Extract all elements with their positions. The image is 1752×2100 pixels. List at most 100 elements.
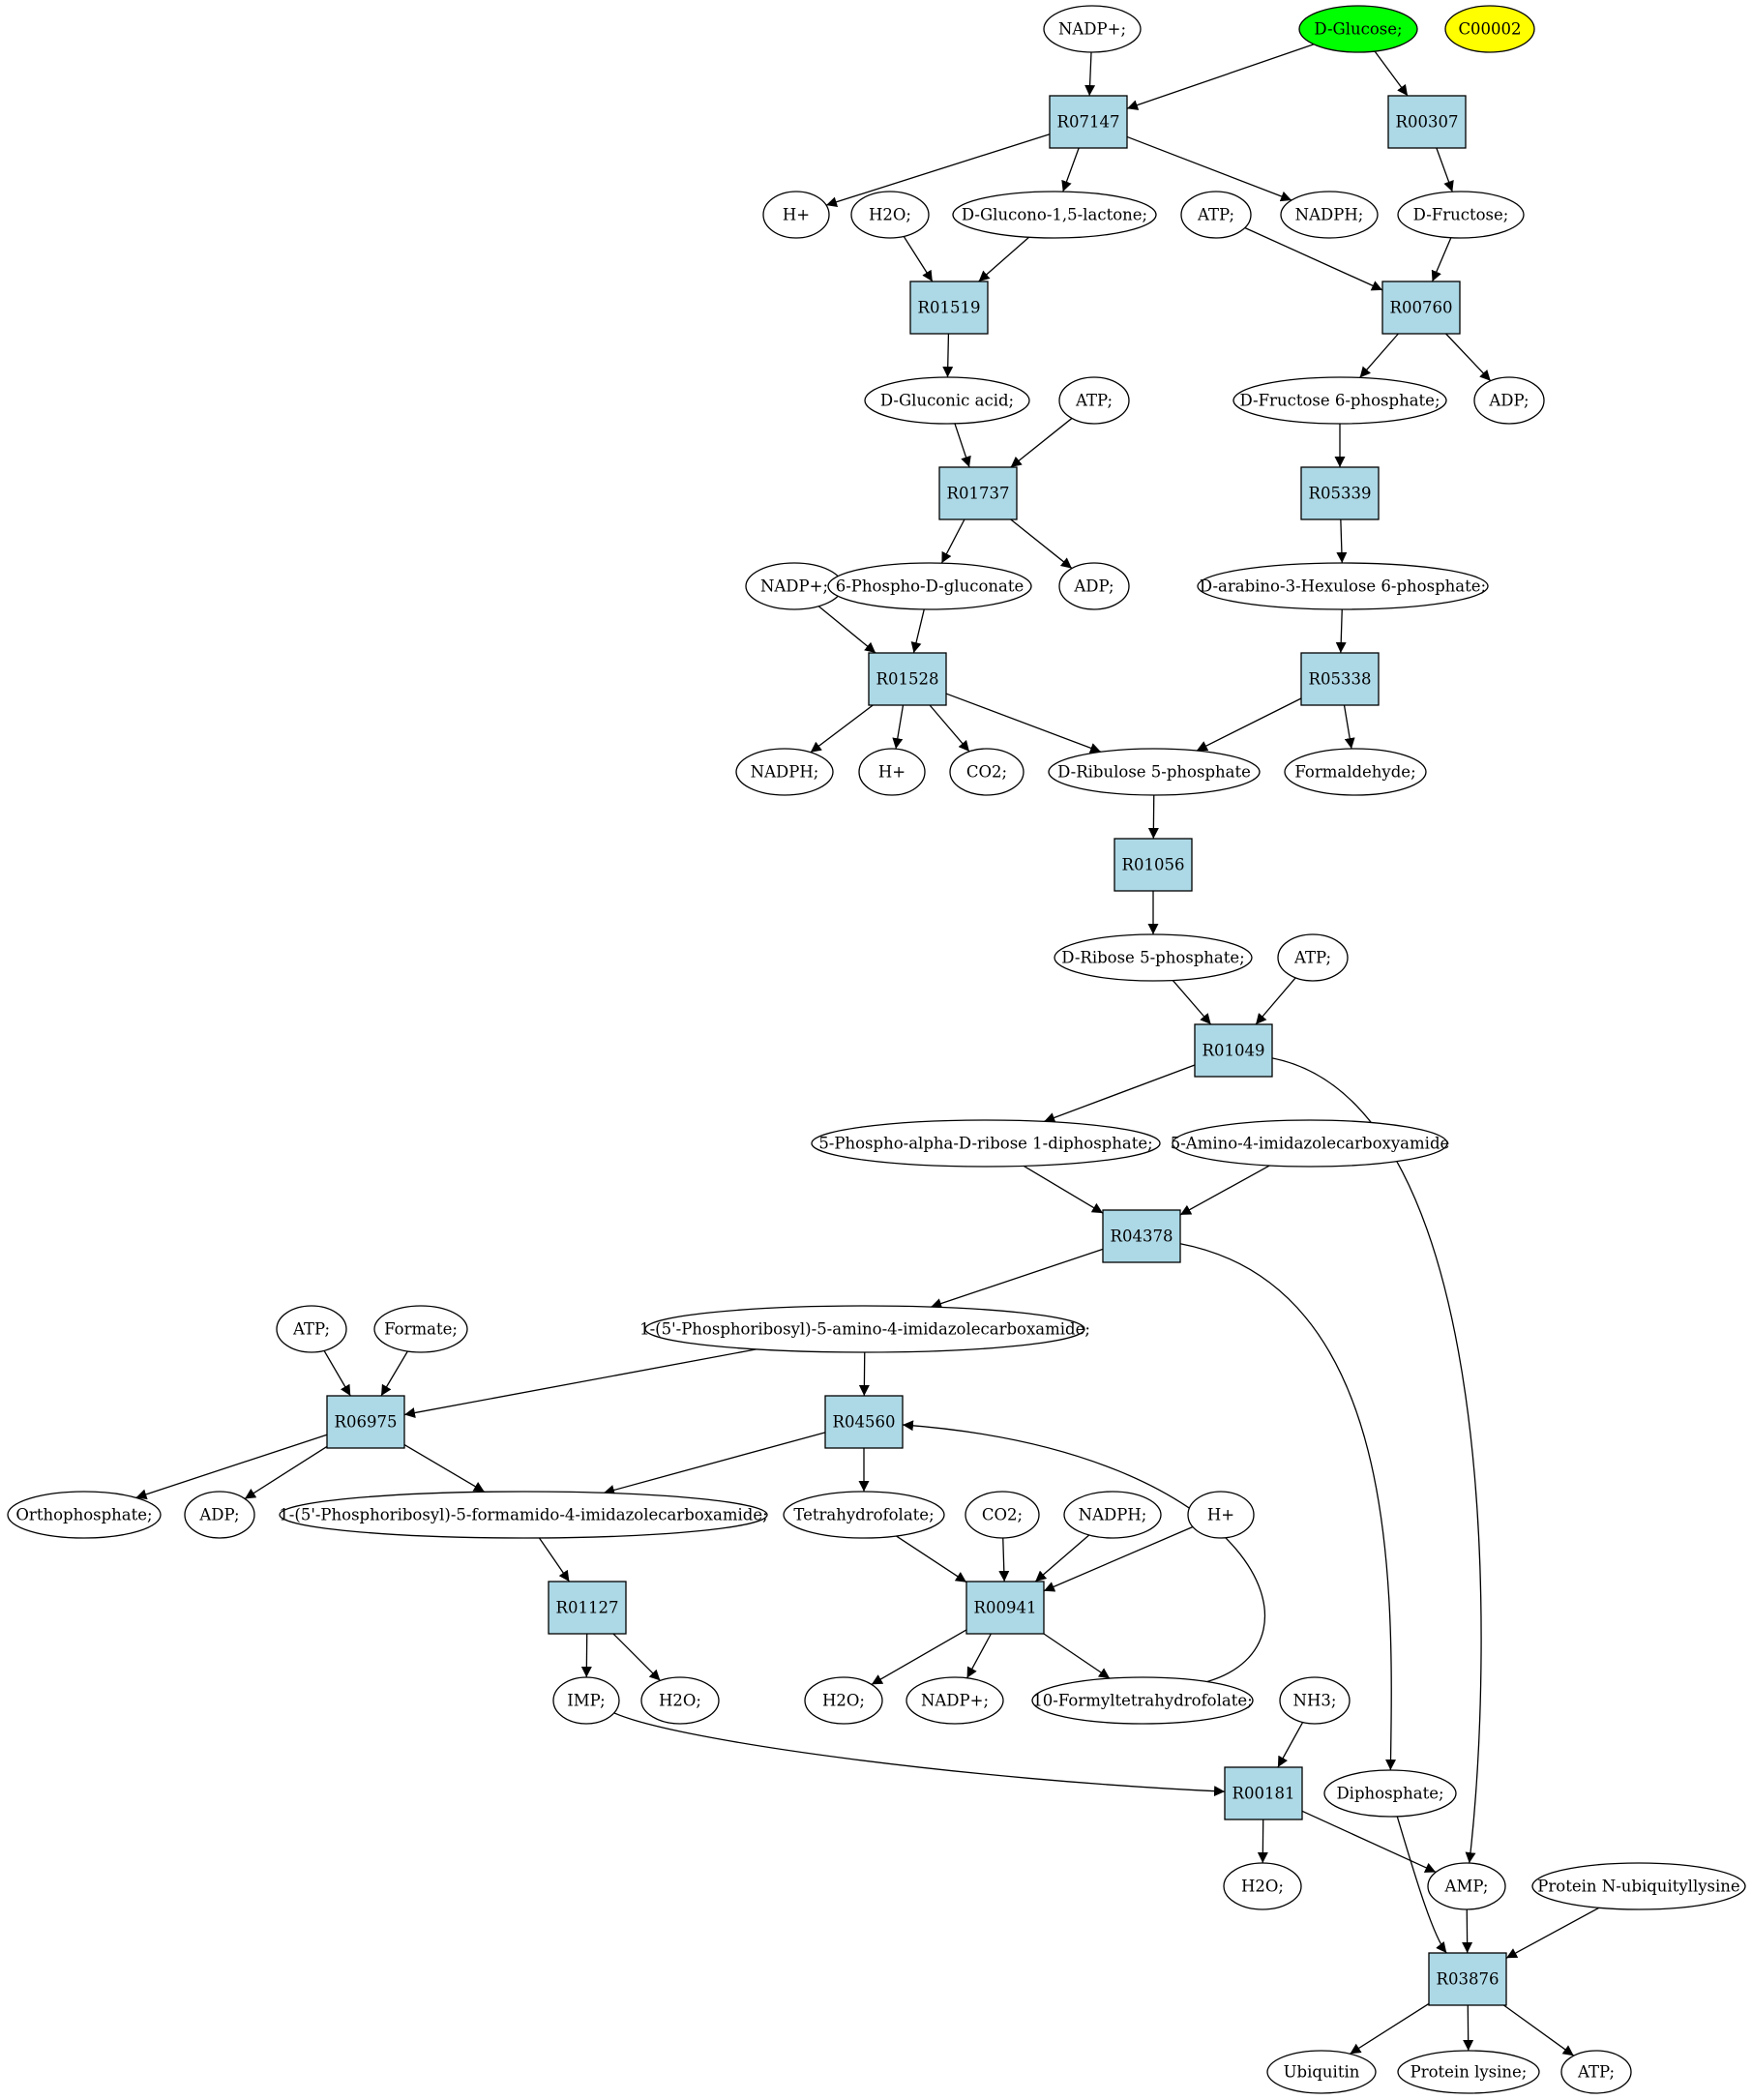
- compound-node-c_nadph1: NADPH;: [1280, 191, 1379, 239]
- compound-node-c_aicar: 1-(5'-Phosphoribosyl)-5-amino-4-imidazol…: [639, 1305, 1090, 1353]
- node-label: D-Ribose 5-phosphate;: [1061, 949, 1244, 967]
- node-label: NADP+;: [921, 1692, 989, 1710]
- compound-node-c_co2_2: CO2;: [965, 1491, 1040, 1539]
- edge-r_R00941-to-c_h2o3: [871, 1629, 967, 1685]
- node-label: NADP+;: [760, 577, 828, 596]
- edge-c_hplus3-to-r_R00941: [1043, 1525, 1194, 1592]
- reaction-node-r_R00307: R00307: [1387, 95, 1467, 149]
- compound-ellipse: [1298, 5, 1418, 53]
- node-label: AMP;: [1444, 1878, 1489, 1896]
- reaction-box: [1428, 1952, 1507, 2006]
- compound-node-c_ru5p: D-Ribulose 5-phosphate: [1048, 748, 1261, 796]
- compound-node-c_orthophosphate: Orthophosphate;: [7, 1491, 162, 1539]
- node-label: R05339: [1309, 485, 1372, 503]
- compound-ellipse: [1531, 1862, 1746, 1910]
- compound-ellipse: [952, 191, 1157, 239]
- edge-r_R07147-to-c_hplus1: [825, 133, 1051, 208]
- compound-ellipse: [1277, 933, 1349, 982]
- node-label: R04560: [833, 1413, 896, 1432]
- compound-node-c_nadph2: NADPH;: [735, 748, 834, 796]
- node-label: NADP+;: [1058, 20, 1126, 39]
- node-label: ADP;: [1073, 577, 1114, 596]
- edge-r_R01528-to-c_hplus2: [892, 704, 905, 750]
- compound-node-c_6pg: 6-Phospho-D-gluconate: [827, 562, 1032, 610]
- edge-c_atp1-to-r_R00760: [1244, 226, 1383, 291]
- node-label: IMP;: [567, 1692, 606, 1710]
- compound-ellipse: [858, 748, 926, 796]
- edge-c_glucose-to-r_R07147: [1126, 44, 1315, 110]
- node-label: NADPH;: [751, 763, 819, 782]
- compound-ellipse: [1444, 5, 1535, 53]
- reaction-node-r_R01528: R01528: [868, 652, 947, 706]
- compound-ellipse: [1187, 1491, 1255, 1539]
- compound-node-c_nadp2: NADP+;: [745, 562, 844, 610]
- reaction-node-r_R01056: R01056: [1114, 838, 1193, 892]
- compound-ellipse: [1058, 562, 1130, 610]
- compound-node-c_nadp1: NADP+;: [1043, 5, 1142, 53]
- node-label: ATP;: [292, 1320, 330, 1339]
- edge-c_gluconolactone-to-r_R01519: [978, 236, 1030, 282]
- node-label: Formaldehyde;: [1294, 763, 1415, 782]
- compound-ellipse: [1223, 1862, 1302, 1910]
- node-label: ATP;: [1075, 392, 1113, 410]
- node-label: NADPH;: [1295, 206, 1364, 224]
- reaction-box: [1300, 466, 1380, 520]
- node-label: R07147: [1057, 113, 1120, 132]
- compound-node-c_h2o3: H2O;: [804, 1676, 883, 1725]
- node-label: ATP;: [1293, 949, 1331, 967]
- edge-c_imp-to-r_R00181: [613, 1712, 1226, 1797]
- edge-r_R05339-to-c_hexulose: [1336, 518, 1348, 564]
- node-label: H+: [783, 206, 810, 224]
- edge-r_R05338-to-c_formaldehyde: [1343, 704, 1355, 750]
- compound-node-c_thf: Tetrahydrofolate;: [783, 1491, 945, 1539]
- edge-c_6pg-to-r_R01528: [910, 608, 925, 654]
- edge-c_prpp-to-r_R04378: [1023, 1165, 1104, 1214]
- reaction-node-r_R07147: R07147: [1049, 95, 1128, 149]
- compound-ellipse: [552, 1676, 620, 1725]
- node-label: D-Glucose;: [1314, 20, 1402, 39]
- compound-node-c_fructose: D-Fructose;: [1397, 191, 1525, 239]
- compound-ellipse: [811, 1119, 1161, 1168]
- reaction-node-r_R05339: R05339: [1300, 466, 1380, 520]
- edge-r_R01049-to-c_amp: [1271, 1057, 1482, 1864]
- reaction-node-r_R00941: R00941: [965, 1581, 1045, 1635]
- reaction-box: [938, 466, 1018, 520]
- reaction-box: [1194, 1023, 1273, 1078]
- reaction-node-r_R01519: R01519: [909, 281, 989, 335]
- node-label: H+: [878, 763, 906, 782]
- edge-c_nadp2-to-r_R01528: [817, 606, 876, 654]
- node-label: R01519: [918, 299, 981, 317]
- compound-node-c_hexulose: D-arabino-3-Hexulose 6-phosphate;: [1197, 562, 1489, 610]
- node-label: R01056: [1122, 856, 1185, 874]
- node-label: R01528: [876, 670, 939, 689]
- node-label: H2O;: [659, 1692, 701, 1710]
- node-label: R01127: [556, 1599, 619, 1617]
- node-label: 1-(5'-Phosphoribosyl)-5-amino-4-imidazol…: [639, 1320, 1090, 1339]
- compound-ellipse: [949, 748, 1024, 796]
- compound-node-c_nadph3: NADPH;: [1063, 1491, 1162, 1539]
- compound-ellipse: [279, 1491, 768, 1539]
- edge-r_R01528-to-c_nadph2: [810, 704, 874, 754]
- node-label: ATP;: [1197, 206, 1234, 224]
- compound-node-c_diphosphate: Diphosphate;: [1323, 1769, 1457, 1818]
- edge-r_R00760-to-c_adp1: [1445, 333, 1492, 382]
- node-label: 5-Phospho-alpha-D-ribose 1-diphosphate;: [818, 1135, 1152, 1153]
- reaction-node-r_R00181: R00181: [1224, 1766, 1303, 1820]
- node-label: R03876: [1437, 1970, 1500, 1989]
- compound-ellipse: [1031, 1676, 1254, 1725]
- compound-node-c_r5p: D-Ribose 5-phosphate;: [1054, 933, 1253, 982]
- edge-c_atp2-to-r_R01737: [1010, 417, 1073, 468]
- compound-ellipse: [1172, 1119, 1448, 1168]
- node-label: ADP;: [1488, 392, 1529, 410]
- compound-ellipse: [864, 376, 1030, 425]
- node-label: R05338: [1309, 670, 1372, 689]
- edge-c_protubiq-to-r_R03876: [1505, 1907, 1600, 1959]
- compound-ellipse: [783, 1491, 945, 1539]
- compound-node-c_formate: Formate;: [373, 1305, 468, 1353]
- compound-node-c_hplus3: H+: [1187, 1491, 1255, 1539]
- compound-ellipse: [184, 1491, 255, 1539]
- reaction-box: [1224, 1766, 1303, 1820]
- reaction-box: [1102, 1209, 1181, 1263]
- node-label: 5-Amino-4-imidazolecarboxyamide: [1171, 1135, 1450, 1153]
